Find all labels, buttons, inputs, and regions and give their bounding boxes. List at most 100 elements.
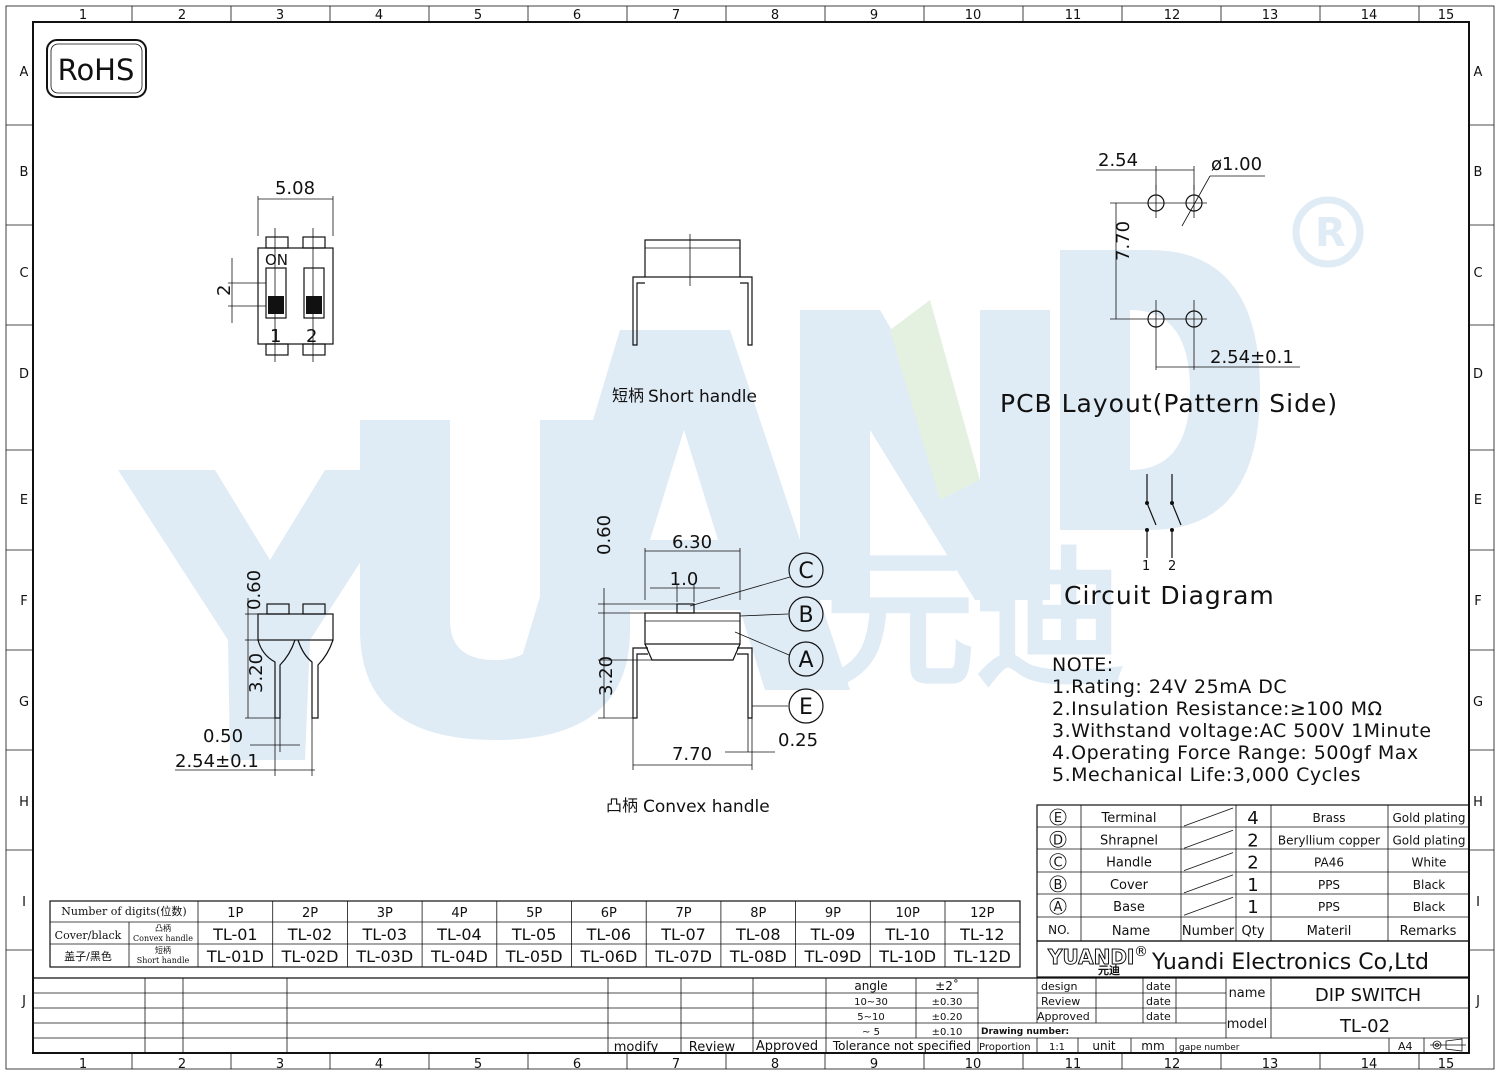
zone-row-label: C <box>19 266 28 281</box>
model-convex: TL-09 <box>810 925 856 944</box>
model-convex: TL-03 <box>361 925 407 944</box>
zone-row-label: F <box>1474 594 1481 609</box>
notes: NOTE:1.Rating: 24V 25mA DC2.Insulation R… <box>1052 654 1431 786</box>
bom-qty: 4 <box>1247 808 1258 829</box>
svg-text:Qty: Qty <box>1241 924 1264 939</box>
bom-name: Cover <box>1110 878 1149 893</box>
zone-col-label: 2 <box>178 8 186 23</box>
zone-row-label: J <box>1475 994 1480 1009</box>
zone-row-label: B <box>20 165 29 180</box>
zone-row-label: H <box>1473 795 1483 810</box>
model-convex: TL-07 <box>660 925 706 944</box>
svg-text:1.0: 1.0 <box>670 569 699 590</box>
model-short: TL-09D <box>804 947 862 966</box>
tolerance-value: ±0.10 <box>932 1027 963 1038</box>
svg-text:®: ® <box>1134 944 1148 960</box>
digits-col-header: 6P <box>601 906 617 921</box>
top-view: ON 1 2 5.08 2 <box>214 178 334 362</box>
dim-width: 5.08 <box>275 178 315 199</box>
tolerance-value: ±2˚ <box>935 978 959 993</box>
zone-col-label: 14 <box>1361 1057 1378 1072</box>
zone-row-label: D <box>1473 367 1483 382</box>
zone-row-label: J <box>21 994 26 1009</box>
digits-col-header: 2P <box>302 906 318 921</box>
zone-col-label: 8 <box>771 8 779 23</box>
bom-material: PPS <box>1318 900 1340 914</box>
svg-text:date: date <box>1146 995 1171 1008</box>
zone-row-label: E <box>20 493 28 508</box>
bom-remarks: White <box>1412 856 1447 870</box>
svg-text:2.54: 2.54 <box>1098 150 1138 171</box>
bom-callout <box>1049 808 1067 826</box>
short-handle-view: 短柄 Short handle <box>612 234 757 407</box>
tolerance-range: ~ 5 <box>862 1027 880 1038</box>
digits-col-header: 12P <box>970 906 995 921</box>
svg-text:元迪: 元迪 <box>1098 963 1120 977</box>
bom-no: B <box>1054 878 1063 893</box>
svg-text:盖子/黑色: 盖子/黑色 <box>64 949 112 963</box>
svg-text:gape number: gape number <box>1179 1043 1240 1053</box>
svg-text:6.30: 6.30 <box>672 532 712 553</box>
svg-text:3.20: 3.20 <box>246 653 267 693</box>
zone-row-label: D <box>19 367 29 382</box>
bom-qty: 2 <box>1247 830 1258 851</box>
model-convex: TL-10 <box>884 925 930 944</box>
svg-text:凸柄: 凸柄 <box>155 923 171 933</box>
note-line: 4.Operating Force Range: 500gf Max <box>1052 742 1419 764</box>
svg-text:Review: Review <box>1041 995 1080 1008</box>
digits-col-header: 7P <box>675 906 691 921</box>
bom-remarks: Gold plating <box>1393 811 1466 825</box>
zone-col-label: 12 <box>1164 1057 1181 1072</box>
svg-text:0.25: 0.25 <box>778 730 818 751</box>
zone-col-label: 15 <box>1438 8 1455 23</box>
bom-material: PPS <box>1318 878 1340 892</box>
zone-col-label: 8 <box>771 1057 779 1072</box>
model-short: TL-12D <box>953 947 1011 966</box>
zone-col-label: 15 <box>1438 1057 1455 1072</box>
tolerance-range: 5~10 <box>857 1012 884 1023</box>
svg-text:7.70: 7.70 <box>1113 221 1134 261</box>
zone-col-label: 7 <box>672 8 680 23</box>
svg-text:Name: Name <box>1112 924 1150 939</box>
bom-qty: 1 <box>1247 875 1258 896</box>
zone-row-label: C <box>1473 266 1482 281</box>
title-block: modify Review Approved angle±2˚10~30±0.3… <box>33 977 1469 1055</box>
model-short: TL-04D <box>430 947 488 966</box>
bom-callout <box>1049 897 1067 915</box>
model-short: TL-05D <box>505 947 563 966</box>
svg-text:date: date <box>1146 1010 1171 1023</box>
svg-text:ø1.00: ø1.00 <box>1211 154 1262 175</box>
model-convex: TL-05 <box>511 925 557 944</box>
svg-text:NO.: NO. <box>1048 923 1070 937</box>
bom-callout <box>1049 830 1067 848</box>
bom-remarks: Black <box>1413 878 1446 892</box>
svg-text:design: design <box>1041 980 1078 993</box>
company-row: YUANDI 元迪 ® Yuandi Electronics Co,Ltd <box>1036 940 1470 978</box>
digits-col-header: 4P <box>451 906 467 921</box>
model-short: TL-01D <box>206 947 264 966</box>
svg-text:Drawing number:: Drawing number: <box>981 1027 1069 1037</box>
svg-text:B: B <box>798 603 813 628</box>
svg-text:凸柄: 凸柄 <box>606 796 638 815</box>
svg-text:modify: modify <box>614 1040 659 1055</box>
zone-col-label: 10 <box>965 1057 982 1072</box>
model-convex: TL-08 <box>735 925 781 944</box>
svg-text:Number of digits(位数): Number of digits(位数) <box>61 904 186 918</box>
note-line: 2.Insulation Resistance:≥100 MΩ <box>1052 698 1383 720</box>
tolerance-range: 10~30 <box>854 997 888 1008</box>
bom-name: Shrapnel <box>1100 833 1158 848</box>
zone-col-label: 3 <box>276 1057 284 1072</box>
zone-col-label: 4 <box>375 8 383 23</box>
convex-handle-view: 6.30 1.0 0.60 3.20 7.70 0.25 C B A E 凸柄 … <box>594 515 824 817</box>
svg-text:2.54±0.1: 2.54±0.1 <box>175 751 259 772</box>
zone-row-label: I <box>1476 895 1480 910</box>
drawing-model: TL-02 <box>1339 1016 1390 1037</box>
svg-text:Circuit Diagram: Circuit Diagram <box>1064 581 1275 610</box>
zone-row-label: G <box>1473 695 1483 710</box>
svg-text:date: date <box>1146 980 1171 993</box>
svg-text:0.50: 0.50 <box>203 726 243 747</box>
zone-row-label: A <box>20 65 29 80</box>
svg-text:1: 1 <box>270 326 281 347</box>
